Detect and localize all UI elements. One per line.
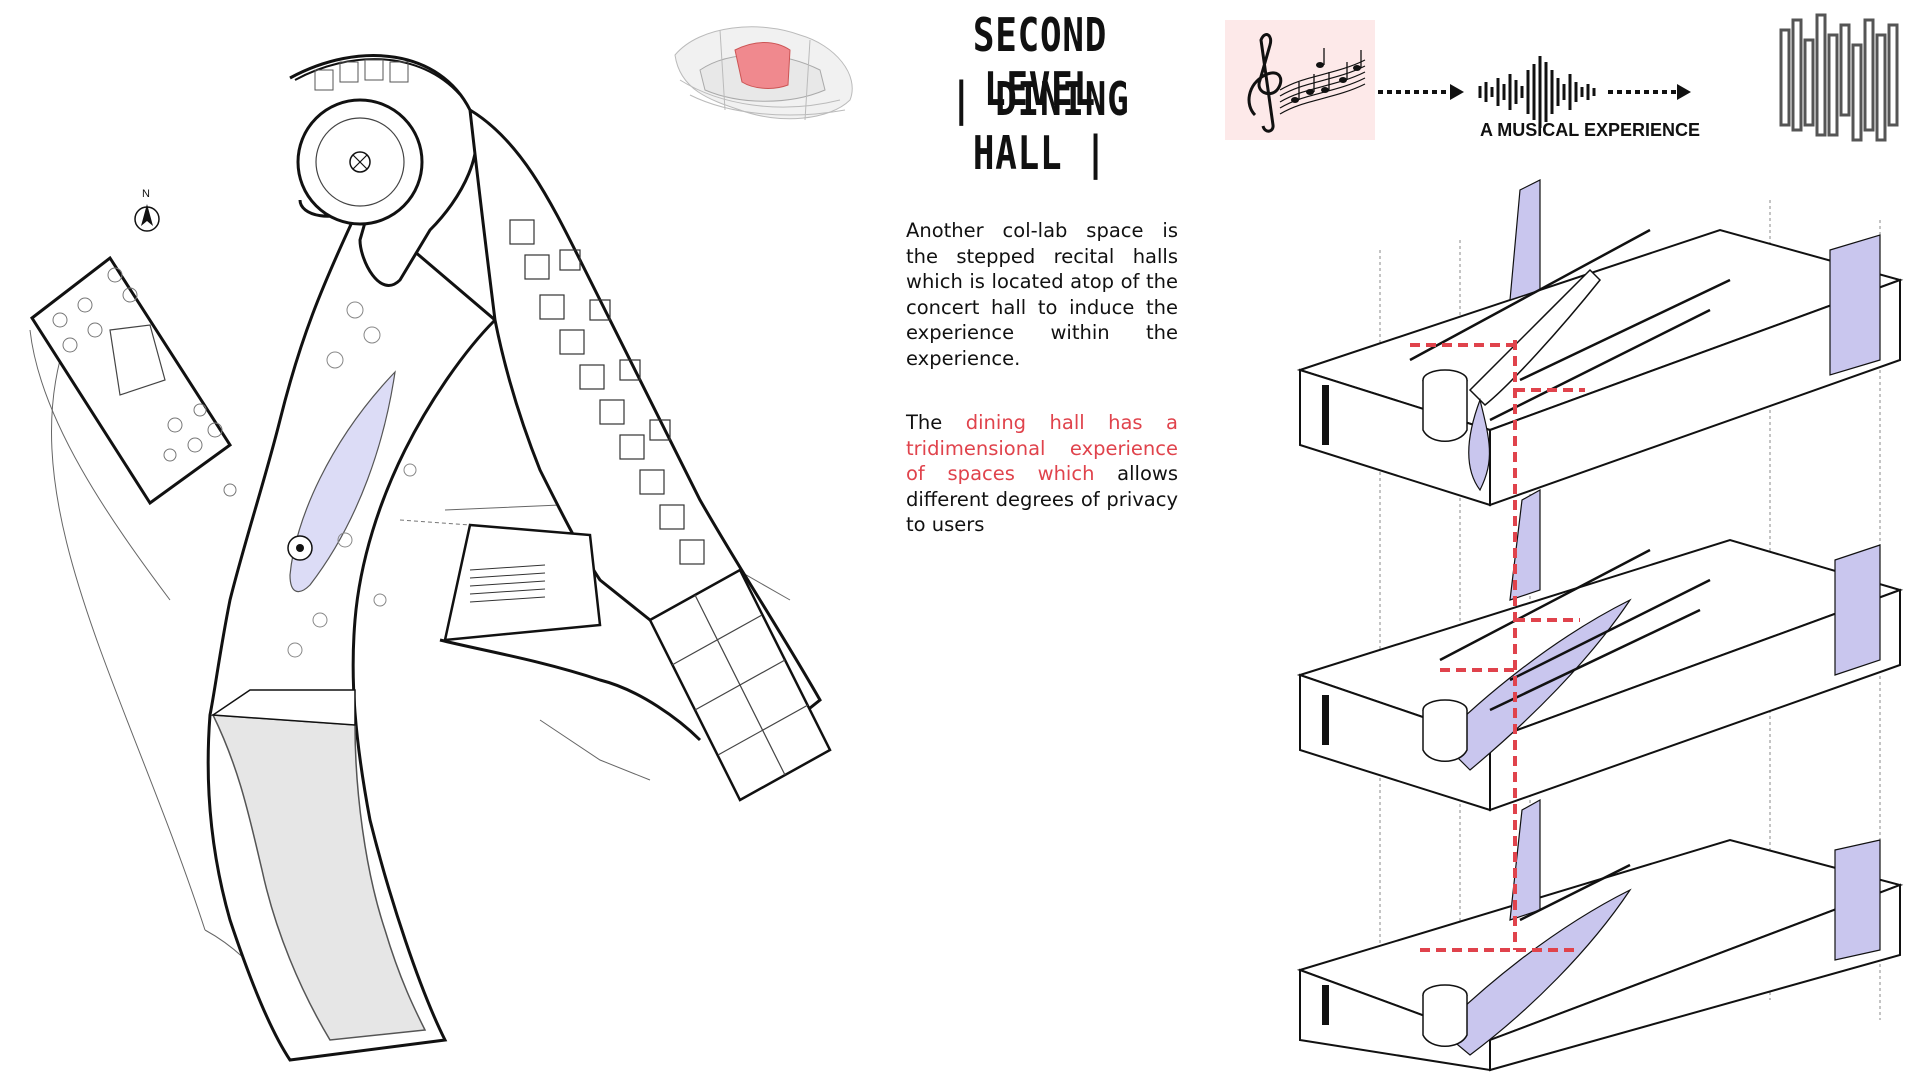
barcode-icon [1779,13,1899,142]
level-middle [1296,488,1904,812]
central-stair-block [399,519,702,742]
page-title-line1: SECOND LEVEL [972,8,1108,116]
paragraph-2-start: The [906,411,943,434]
north-label: N [142,188,150,200]
west-leg [206,202,498,1062]
floor-plan [29,54,832,1062]
north-west-wing [29,255,237,506]
highlighted-dining-hall-block [734,42,791,89]
description-paragraph-1: Another col-lab space is the stepped rec… [906,219,1178,370]
arrow-right-icon [1608,84,1691,100]
rotunda [289,54,478,287]
exploded-axonometric [1296,179,1904,1072]
page-title-line2: | DINING HALL | [950,72,1130,180]
circulation-path [1410,340,1585,952]
sound-wave-icon [1478,56,1596,128]
paragraph-2-end: allows different degrees of privacy to u… [906,462,1178,536]
music-notes-panel [1225,20,1375,140]
paragraph-2-highlight: dining hall has a tridimensional experie… [906,411,1179,485]
north-arrow-icon [134,204,160,232]
sound-wave-sequence [1378,56,1691,128]
description-paragraph-2: The dining hall has a tridimensional exp… [906,410,1178,538]
level-top [1296,179,1904,507]
treble-clef-icon [1247,33,1283,133]
massing-thumbnail [674,26,853,121]
arrow-right-icon [1378,84,1464,100]
east-leg [468,107,832,802]
music-notes-illustration [1247,33,1366,133]
level-bottom [1296,798,1904,1072]
musical-experience-caption: A MUSICAL EXPERIENCE [1479,120,1701,140]
